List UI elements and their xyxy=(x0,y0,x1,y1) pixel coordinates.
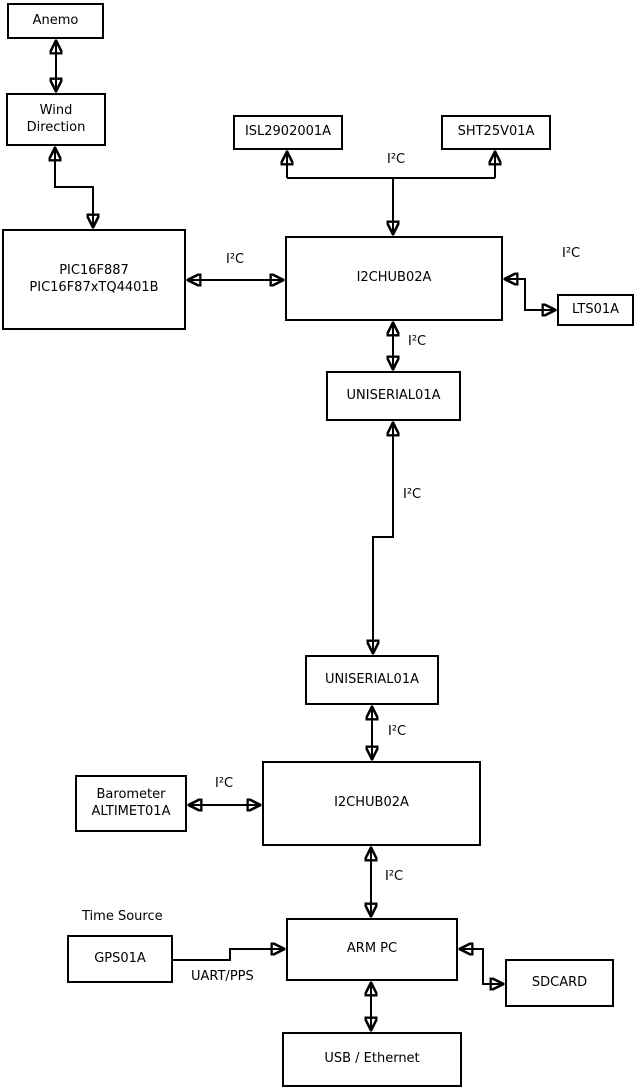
node-arm-pc: ARM PC xyxy=(286,918,458,981)
node-i2chub02a-2: I2CHUB02A xyxy=(262,761,481,846)
node-usb-ethernet-label: USB / Ethernet xyxy=(324,1051,420,1067)
edge-uniserial1-uniserial2 xyxy=(373,423,393,653)
annotation-time-source: Time Source xyxy=(82,909,163,924)
node-uniserial01a-2: UNISERIAL01A xyxy=(305,655,439,705)
node-i2chub02a-1: I2CHUB02A xyxy=(285,236,503,321)
node-isl2902001a-label: ISL2902001A xyxy=(244,124,332,140)
node-i2chub02a-2-label: I2CHUB02A xyxy=(334,795,409,811)
node-anemo: Anemo xyxy=(7,3,104,39)
node-gps01a: GPS01A xyxy=(67,935,173,983)
node-sdcard-label: SDCARD xyxy=(531,974,588,990)
node-barometer: Barometer ALTIMET01A xyxy=(75,775,187,832)
node-uniserial01a-1: UNISERIAL01A xyxy=(326,371,461,421)
edge-label-uart-pps: UART/PPS xyxy=(191,969,254,984)
edge-hub1-lts xyxy=(505,279,555,310)
node-anemo-label: Anemo xyxy=(32,12,79,28)
edge-label-i2c-hub1-lts: I²C xyxy=(562,246,581,261)
edge-label-i2c-hub2-armpc: I²C xyxy=(385,869,404,884)
node-arm-pc-label: ARM PC xyxy=(346,941,398,957)
node-barometer-line2: ALTIMET01A xyxy=(91,803,171,819)
node-pic-mcu-line1: PIC16F887 xyxy=(59,263,129,279)
node-lts01a: LTS01A xyxy=(557,294,634,326)
node-sdcard: SDCARD xyxy=(505,959,614,1007)
node-isl2902001a: ISL2902001A xyxy=(233,115,343,150)
node-wind-direction-line2: Direction xyxy=(26,119,86,135)
node-wind-direction-line1: Wind xyxy=(39,103,73,119)
edge-label-i2c-uniserial-link: I²C xyxy=(403,487,422,502)
node-uniserial01a-1-label: UNISERIAL01A xyxy=(346,387,441,403)
node-usb-ethernet: USB / Ethernet xyxy=(282,1032,462,1087)
edge-label-i2c-barometer: I²C xyxy=(215,776,234,791)
edge-gps-armpc xyxy=(173,949,284,961)
edge-label-i2c-top-bus: I²C xyxy=(387,152,406,167)
node-wind-direction: Wind Direction xyxy=(6,93,106,146)
node-gps01a-label: GPS01A xyxy=(94,950,146,966)
node-uniserial01a-2-label: UNISERIAL01A xyxy=(325,671,419,687)
edge-wind-pic xyxy=(55,148,93,227)
node-i2chub02a-1-label: I2CHUB02A xyxy=(356,270,432,286)
edge-label-i2c-uniserial2-hub2: I²C xyxy=(388,724,407,739)
edge-armpc-sdcard xyxy=(460,949,503,984)
edge-label-i2c-pic-hub1: I²C xyxy=(226,252,245,267)
node-pic-mcu-line2: PIC16F87xTQ4401B xyxy=(29,279,159,295)
node-pic-mcu: PIC16F887 PIC16F87xTQ4401B xyxy=(2,229,186,330)
edge-label-i2c-hub1-uniserial1: I²C xyxy=(408,334,427,349)
node-sht25v01a-label: SHT25V01A xyxy=(457,124,535,140)
node-lts01a-label: LTS01A xyxy=(571,301,620,317)
node-barometer-line1: Barometer xyxy=(96,787,166,803)
node-sht25v01a: SHT25V01A xyxy=(441,115,551,150)
